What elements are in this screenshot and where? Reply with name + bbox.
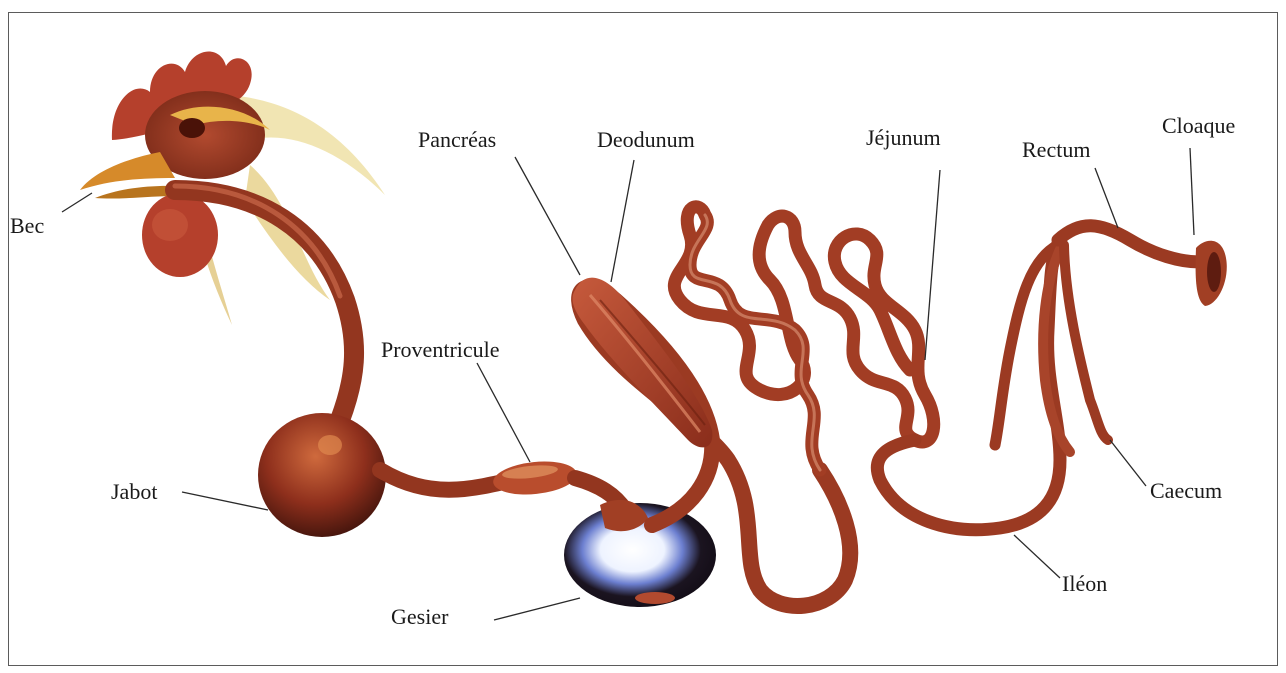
label-jejunum: Jéjunum bbox=[866, 125, 941, 150]
label-rectum: Rectum bbox=[1022, 137, 1090, 162]
label-pancreas: Pancréas bbox=[418, 127, 496, 152]
label-bec: Bec bbox=[10, 213, 44, 238]
label-jabot: Jabot bbox=[111, 479, 157, 504]
proventricule-organ bbox=[492, 458, 579, 499]
label-cloaque: Cloaque bbox=[1162, 113, 1235, 138]
label-gesier: Gesier bbox=[391, 604, 449, 629]
jabot-crop bbox=[258, 413, 386, 537]
beak bbox=[80, 152, 175, 190]
label-ileon: Iléon bbox=[1062, 571, 1107, 596]
eye bbox=[179, 118, 205, 138]
label-caecum: Caecum bbox=[1150, 478, 1222, 503]
label-deodunum: Deodunum bbox=[597, 127, 695, 152]
label-proventricule: Proventricule bbox=[381, 337, 500, 362]
rectum-organ bbox=[1058, 226, 1200, 262]
